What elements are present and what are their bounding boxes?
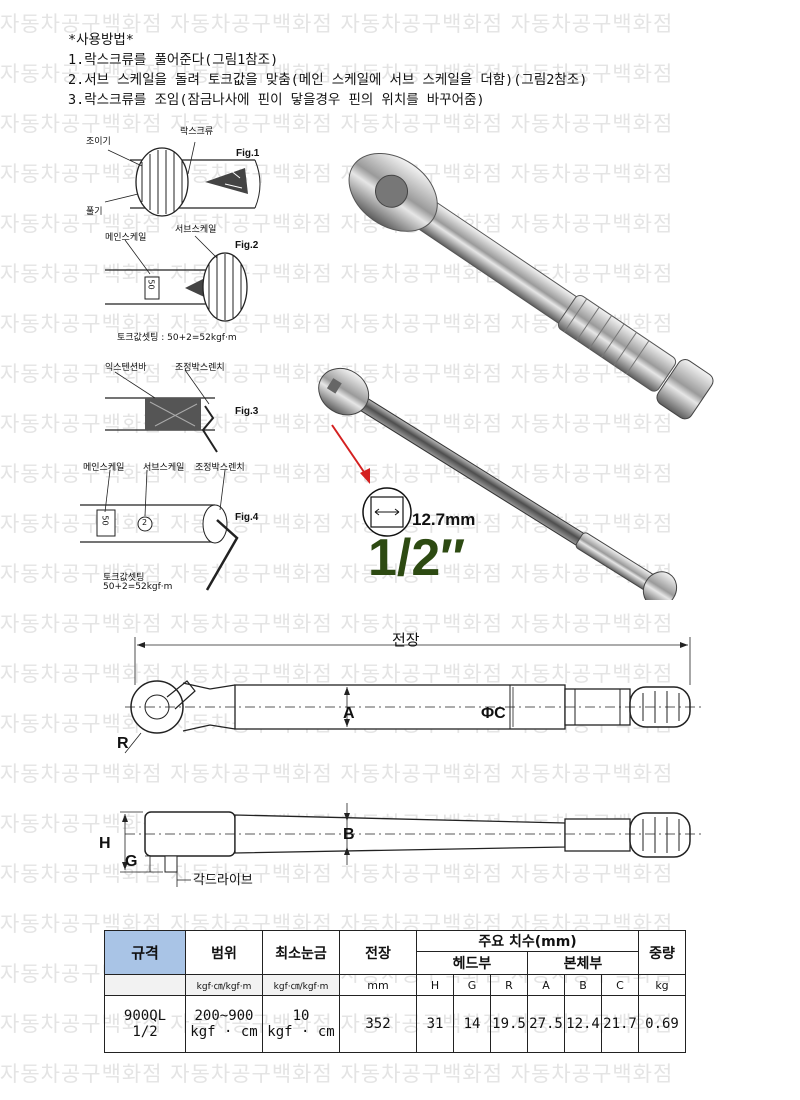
unit-min-div: kgf·㎝/kgf·m <box>262 974 340 996</box>
dim-A-label: A <box>343 705 355 722</box>
cell-length: 352 <box>339 995 417 1053</box>
fig2-caption: 토크값셋팅 : 50+2=52kgf·m <box>117 333 237 343</box>
dim-B-label: B <box>343 826 355 843</box>
col-H: H <box>416 974 454 996</box>
cell-R: 19.5 <box>490 995 528 1053</box>
fig3-adjust-wrench-label: 조정박스렌치 <box>175 363 225 373</box>
header-head: 헤드부 <box>416 951 528 975</box>
torque-wrench-image <box>318 152 714 608</box>
figure-3: 익스텐션바 조정박스렌치 Fig.3 <box>105 360 270 455</box>
header-weight: 중량 <box>638 930 686 975</box>
unit-range: kgf·㎝/kgf·m <box>185 974 263 996</box>
unit-length: mm <box>339 974 417 996</box>
fig4-main-value: 50 <box>100 515 110 526</box>
scale-illustration <box>105 235 248 322</box>
square-drive-label: 각드라이브 <box>193 873 253 888</box>
dim-R-label: R <box>117 735 129 752</box>
fig4-caption-1: 토크값셋팅 <box>103 573 145 583</box>
fig2-scale-value: 50 <box>146 279 156 290</box>
cell-H: 31 <box>416 995 454 1053</box>
spec-table: 규격 범위 최소눈금 전장 주요 치수(mm) 중량 헤드부 본체부 kgf·㎝… <box>104 930 686 1053</box>
fig1-lockscrew-label: 락스크류 <box>180 127 214 137</box>
fig4-main-scale-label: 메인스케일 <box>83 463 125 473</box>
figure-1: 조이기 락스크류 풀기 Fig.1 <box>80 122 270 222</box>
header-min-div: 최소눈금 <box>262 930 340 975</box>
unit-spec-blank <box>104 974 186 996</box>
cell-A: 27.5 <box>527 995 565 1053</box>
torque-setting-illustration <box>80 469 239 591</box>
wrench-dimension-drawing <box>120 637 705 887</box>
header-range: 범위 <box>185 930 263 975</box>
col-G: G <box>453 974 491 996</box>
instructions-title: *사용방법* <box>68 32 134 48</box>
dim-G-label: G <box>125 853 138 870</box>
instruction-step-3: 3.락스크류를 조임(잠금나사에 핀이 닿을경우 핀의 위치를 바꾸어줌) <box>68 92 485 108</box>
header-length: 전장 <box>339 930 417 975</box>
fig2-sub-scale-label: 서브스케일 <box>175 225 217 235</box>
fig2-label: Fig.2 <box>235 240 259 251</box>
fig4-label: Fig.4 <box>235 512 259 523</box>
wrench-photos: 12.7mm 1/2″ <box>300 140 790 608</box>
cell-C: 21.7 <box>601 995 639 1053</box>
usage-instructions: *사용방법* 1.락스크류를 풀어준다(그림1참조) 2.서브 스케일을 돌려 … <box>68 30 587 110</box>
fig3-label: Fig.3 <box>235 406 259 417</box>
dim-H-label: H <box>99 835 111 852</box>
unit-weight: kg <box>638 974 686 996</box>
col-C: C <box>601 974 639 996</box>
header-spec: 규격 <box>104 930 186 975</box>
fig2-main-scale-label: 메인스케일 <box>105 233 147 243</box>
fig4-sub-value: 2 <box>142 518 148 527</box>
lock-screw-illustration <box>104 141 261 217</box>
dimension-diagram: 전장 A ΦC R H G B 각드라이브 <box>95 625 715 890</box>
fig3-extension-bar-label: 익스텐션바 <box>105 363 147 373</box>
fig1-label: Fig.1 <box>236 148 260 159</box>
cell-weight: 0.69 <box>638 995 686 1053</box>
fig4-adjust-wrench-label: 조정박스렌치 <box>195 463 245 473</box>
fig4-sub-scale-label: 서브스케일 <box>143 463 185 473</box>
col-R: R <box>490 974 528 996</box>
figure-4: 50 2 메인스케일 서브스케일 조정박스렌치 Fig.4 토크값셋팅 50+2… <box>75 460 275 600</box>
drive-size-inch: 1/2″ <box>368 529 466 587</box>
cell-G: 14 <box>453 995 491 1053</box>
header-main-dims: 주요 치수(mm) <box>416 930 639 952</box>
fig1-loosen-label: 풀기 <box>86 207 103 217</box>
instruction-step-2: 2.서브 스케일을 돌려 토크값을 맞춤(메인 스케일에 서브 스케일을 더함)… <box>68 72 588 88</box>
cell-B: 12.4 <box>564 995 602 1053</box>
col-A: A <box>527 974 565 996</box>
extension-illustration <box>105 369 218 453</box>
instruction-step-1: 1.락스크류를 풀어준다(그림1참조) <box>68 52 279 68</box>
fig1-tighten-label: 조이기 <box>86 137 111 147</box>
total-length-label: 전장 <box>392 632 420 649</box>
figure-2: 50 메인스케일 서브스케일 Fig.2 토크값셋팅 : 50+2=52kgf·… <box>105 222 270 352</box>
drive-size-mm: 12.7mm <box>412 510 476 529</box>
header-body: 본체부 <box>527 951 639 975</box>
watermark-row: 자동차공구백화점 자동차공구백화점 자동차공구백화점 자동차공구백화점 <box>0 1062 674 1086</box>
col-B: B <box>564 974 602 996</box>
dim-C-label: ΦC <box>481 705 506 722</box>
fig4-caption-2: 50+2=52kgf·m <box>103 582 173 592</box>
